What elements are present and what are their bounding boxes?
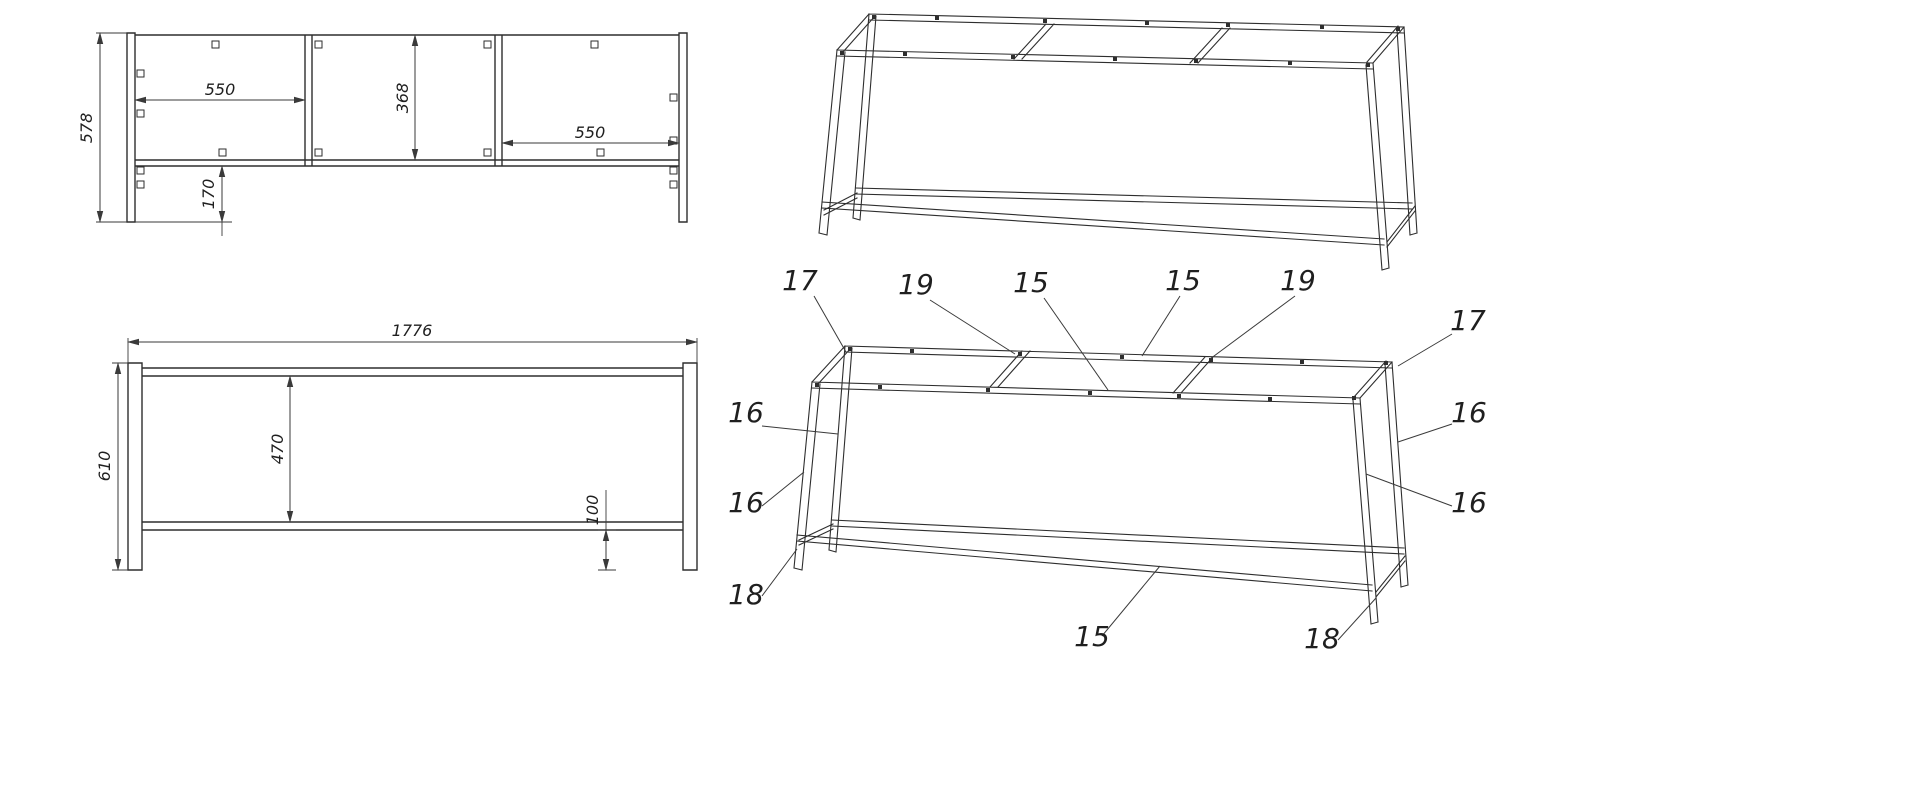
dim-frame-depth: 368 — [393, 83, 412, 114]
callout-17-top-left: 17 — [782, 264, 818, 297]
callout-17-right: 17 — [1450, 304, 1486, 337]
callout-19-top-second: 19 — [1280, 264, 1316, 297]
plan-view-dimensions: 578 550 368 550 170 — [77, 32, 680, 236]
callout-18-left: 18 — [728, 578, 764, 611]
callout-15-top-second: 15 — [1165, 264, 1201, 297]
dim-left-bay-width: 550 — [205, 80, 236, 99]
dim-clear-height: 470 — [268, 434, 287, 465]
callout-16-left-lower: 16 — [728, 486, 764, 519]
isometric-annotated-stretchers — [796, 519, 1406, 598]
plan-view-fastener-clips — [136, 40, 678, 189]
isometric-annotated-legs — [793, 345, 1409, 625]
callout-16-left-upper: 16 — [728, 396, 764, 429]
callout-labels: 17 19 15 15 19 17 16 16 16 16 18 15 18 — [728, 264, 1487, 655]
isometric-annotated-fastener-marks — [815, 347, 1388, 401]
callout-18-right: 18 — [1304, 622, 1340, 655]
callout-15-top-first: 15 — [1013, 266, 1049, 299]
dim-overall-depth: 578 — [77, 113, 96, 144]
dim-overall-height: 610 — [95, 451, 114, 482]
callout-16-right-upper: 16 — [1451, 396, 1487, 429]
isometric-annotated-frame — [811, 345, 1393, 405]
isometric-view-fastener-marks — [840, 15, 1400, 67]
front-view: 1776 610 470 100 — [95, 321, 698, 571]
isometric-view-frame — [836, 13, 1405, 70]
callout-15-bottom: 15 — [1074, 620, 1110, 653]
front-view-dimensions: 1776 610 470 100 — [95, 321, 698, 571]
dim-right-bay-width: 550 — [575, 123, 606, 142]
dim-overall-width: 1776 — [392, 321, 433, 340]
isometric-view — [818, 13, 1418, 271]
dim-side-panel-offset: 170 — [199, 179, 218, 210]
callout-leaders — [761, 295, 1453, 641]
isometric-view-stretchers — [821, 187, 1416, 248]
callout-16-right-lower: 16 — [1451, 486, 1487, 519]
isometric-view-annotated: 17 19 15 15 19 17 16 16 16 16 18 15 18 — [728, 264, 1487, 655]
callout-19-top-first: 19 — [898, 268, 934, 301]
dim-stretcher-height: 100 — [583, 495, 602, 526]
plan-view: 578 550 368 550 170 — [77, 32, 688, 236]
isometric-view-legs — [818, 13, 1418, 271]
front-view-outline — [127, 362, 698, 571]
